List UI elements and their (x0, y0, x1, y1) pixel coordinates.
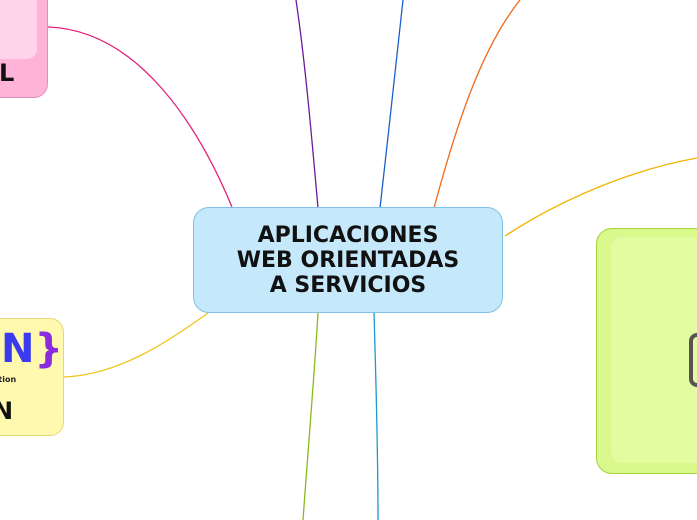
topic-label-pink: L (0, 59, 15, 87)
topic-node-pink[interactable]: L (0, 0, 48, 98)
connector-orange (433, 0, 521, 209)
connector-purple (295, 0, 319, 209)
connector-pink (47, 26, 233, 208)
topic-node-yellow[interactable]: N} ation N (0, 318, 64, 436)
connector-yellow (63, 312, 209, 378)
topic-caption-yellow: ation (0, 375, 17, 384)
connector-blue (379, 0, 404, 209)
connector-cyan (373, 312, 379, 520)
topic-logo: N} (1, 327, 63, 371)
central-topic[interactable]: APLICACIONES WEB ORIENTADAS A SERVICIOS (193, 207, 503, 313)
topic-node-green[interactable] (596, 228, 697, 474)
logo-letter: N (1, 326, 35, 372)
topic-inner-panel (611, 237, 697, 463)
logo-brace: } (34, 326, 63, 372)
topic-image-placeholder (0, 0, 37, 59)
connector-gold-right (504, 157, 697, 237)
topic-label-yellow: N (0, 397, 13, 425)
connector-olive (302, 312, 319, 520)
central-topic-label: APLICACIONES WEB ORIENTADAS A SERVICIOS (236, 222, 460, 298)
bracket-icon (689, 333, 697, 387)
